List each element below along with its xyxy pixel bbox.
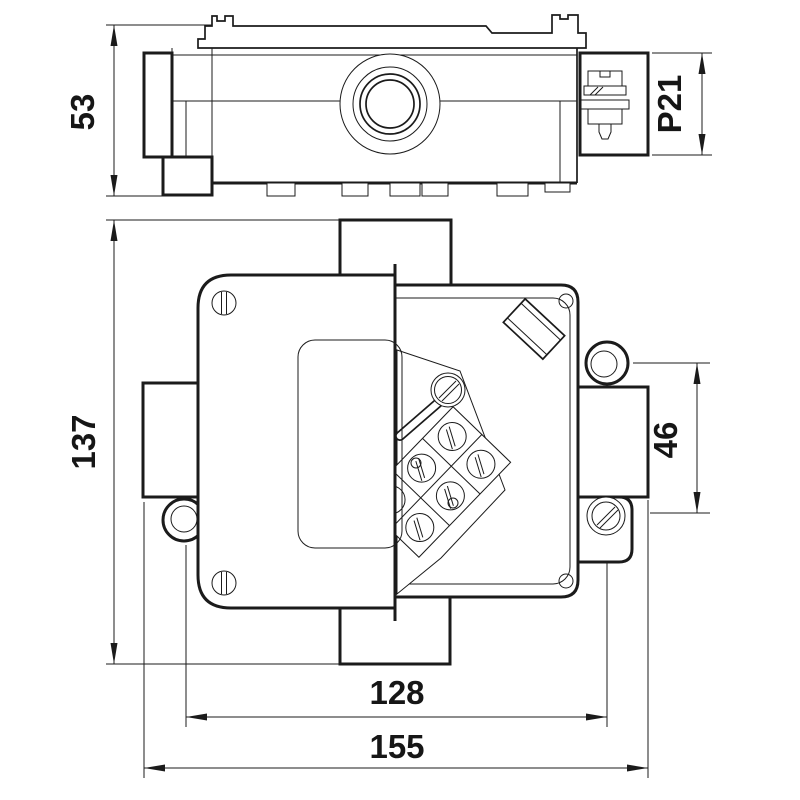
terminal-screw xyxy=(466,449,496,479)
right-ear xyxy=(584,340,630,386)
dim-mount-spacing-horizontal: 128 xyxy=(185,540,608,727)
dim-155-label: 155 xyxy=(369,728,424,765)
cable-gland xyxy=(339,53,441,155)
dim-137-label: 137 xyxy=(65,414,102,469)
dim-mount-spacing-vertical: 46 xyxy=(633,362,710,514)
dim-side-height: 53 xyxy=(64,24,214,197)
bottom-right-ear xyxy=(576,495,634,564)
terminal-screw xyxy=(405,513,435,543)
earth-terminal-bracket xyxy=(578,51,650,157)
dim-46-label: 46 xyxy=(647,422,684,459)
box-lid xyxy=(196,264,403,621)
left-flange xyxy=(141,381,200,499)
earth-screw xyxy=(580,70,630,140)
lid-profile xyxy=(197,14,587,49)
terminal-screw xyxy=(437,421,467,451)
bottom-feet xyxy=(266,182,571,197)
front-view: 137 46 128 155 xyxy=(65,218,710,778)
corner-hole-top xyxy=(558,293,574,309)
right-flange xyxy=(576,385,650,499)
terminal-screw xyxy=(435,481,465,511)
left-foot xyxy=(161,155,214,197)
corner-hole-bottom xyxy=(558,573,574,589)
cable-knockout xyxy=(502,297,566,361)
terminal-screw xyxy=(407,453,437,483)
dim-gland-thread: P21 xyxy=(651,52,712,156)
wire-hole xyxy=(447,497,459,509)
lid-screw xyxy=(211,290,237,316)
dim-p21-label: P21 xyxy=(651,75,688,134)
lid-recess xyxy=(297,339,403,549)
left-conduit-stub xyxy=(142,51,174,159)
dim-128-label: 128 xyxy=(369,674,424,711)
dim-overall-height: 137 xyxy=(65,219,348,665)
dim-overall-width: 155 xyxy=(143,500,649,778)
wire-hole xyxy=(410,457,422,469)
box-body-side xyxy=(142,33,578,197)
dim-53-label: 53 xyxy=(64,94,101,131)
wire-lug xyxy=(395,398,443,441)
plate-screw xyxy=(430,372,466,408)
top-view: 53 xyxy=(64,14,712,197)
lid-screw xyxy=(211,570,237,596)
